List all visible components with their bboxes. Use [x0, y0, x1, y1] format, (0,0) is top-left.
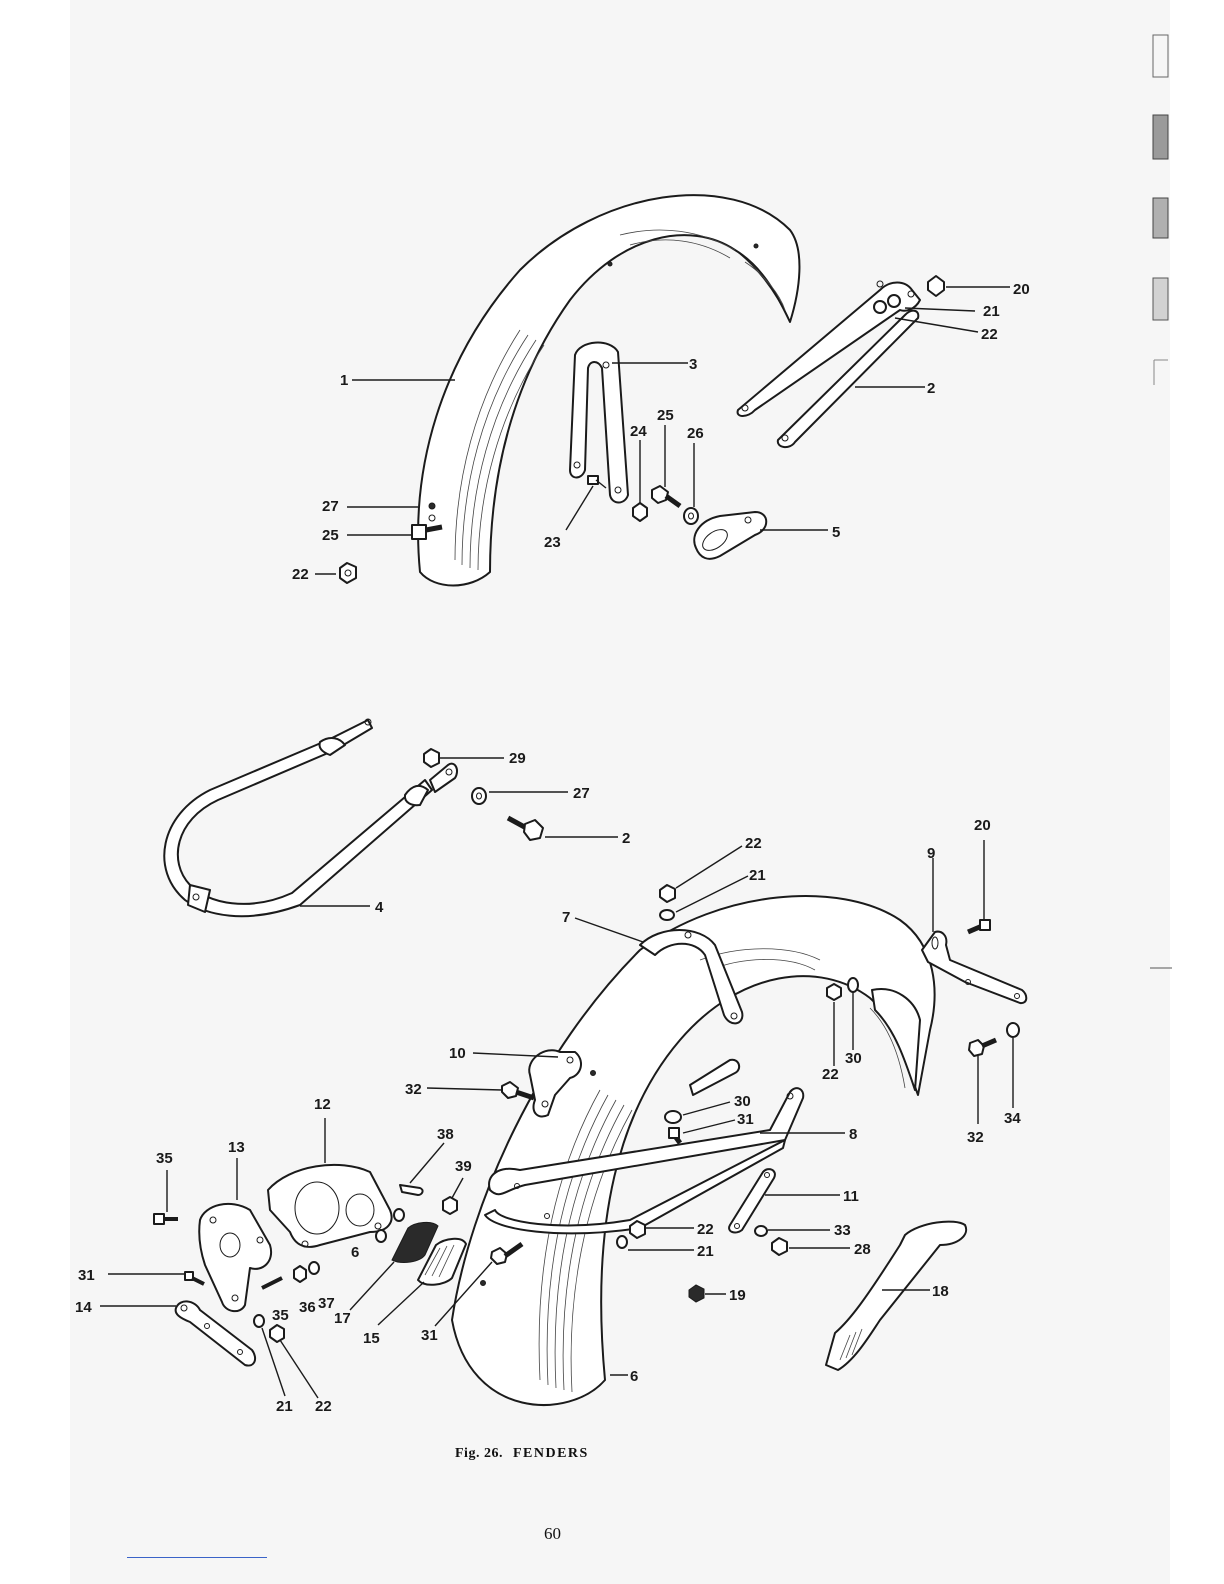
rear-nut-22-washer-21: [660, 885, 675, 920]
rear-washer-27: [472, 788, 486, 804]
rear-stay-upper: [690, 1060, 739, 1095]
callout-rear-39: 39: [455, 1158, 472, 1175]
callout-rear-8: 8: [849, 1126, 857, 1143]
lamp-bolt-31: [185, 1272, 204, 1284]
callout-front-21: 21: [983, 303, 1000, 320]
callout-rear-18: 18: [932, 1283, 949, 1300]
callout-front-20: 20: [1013, 281, 1030, 298]
callout-front-26: 26: [687, 425, 704, 442]
rear-washer-30-bolt-31: [665, 1111, 681, 1143]
callout-rear-12: 12: [314, 1096, 331, 1113]
callout-rear-22a: 22: [745, 835, 762, 852]
callout-rear-33: 33: [834, 1222, 851, 1239]
callout-front-5: 5: [832, 524, 840, 541]
callout-rear-21c: 21: [697, 1243, 714, 1260]
lens-parts: [376, 1185, 466, 1285]
lamp-bracket-14: [176, 1301, 255, 1365]
callout-front-24: 24: [630, 423, 647, 440]
front-plate-5: [694, 512, 766, 559]
figure-caption: Fig. 26. FENDERS: [455, 1446, 589, 1462]
footer-link-underline: [127, 1557, 267, 1558]
callout-rear-7: 7: [562, 909, 570, 926]
callout-rear-15: 15: [363, 1330, 380, 1347]
callout-rear-6b: 6: [630, 1368, 638, 1385]
edge-registration-marks: [1150, 35, 1172, 968]
rear-bolt-32-washer-34: [969, 1023, 1019, 1056]
callout-rear-4: 4: [375, 899, 384, 916]
callout-rear-35b: 35: [272, 1307, 289, 1324]
callout-rear-29: 29: [509, 750, 526, 767]
front-bolt-25: [652, 486, 680, 506]
front-washer-26: [684, 508, 698, 524]
rear-bracket-9: [922, 932, 1026, 1003]
callout-rear-32b: 32: [967, 1129, 984, 1146]
callout-rear-14: 14: [75, 1299, 92, 1316]
page-number: 60: [544, 1524, 561, 1544]
callout-rear-35a: 35: [156, 1150, 173, 1167]
front-bolt-20: [928, 276, 944, 296]
front-bolt-23: [588, 476, 606, 488]
callout-rear-21d: 21: [276, 1398, 293, 1415]
callout-rear-31c: 31: [78, 1267, 95, 1284]
callout-rear-13: 13: [228, 1139, 245, 1156]
callout-rear-34: 34: [1004, 1110, 1021, 1127]
callout-rear-31b: 31: [421, 1327, 438, 1344]
callout-front-25: 25: [657, 407, 674, 424]
callout-front-25b: 25: [322, 527, 339, 544]
callout-rear-9: 9: [927, 845, 935, 862]
lamp-base-13: [199, 1204, 271, 1311]
callout-front-22b: 22: [292, 566, 309, 583]
callout-rear-22b: 22: [822, 1066, 839, 1083]
callout-front-1: 1: [340, 372, 348, 389]
callout-front-2: 2: [927, 380, 935, 397]
callout-front-22: 22: [981, 326, 998, 343]
front-fender-stay-2: [738, 281, 920, 447]
callout-rear-27: 27: [573, 785, 590, 802]
callout-rear-30b: 30: [734, 1093, 751, 1110]
callout-rear-6a: 6: [351, 1244, 359, 1261]
tail-lamp-housing-12: [268, 1165, 392, 1247]
callout-rear-31a: 31: [737, 1111, 754, 1128]
callout-rear-36: 36: [299, 1299, 316, 1316]
callout-rear-30a: 30: [845, 1050, 862, 1067]
callout-rear-32a: 32: [405, 1081, 422, 1098]
callout-rear-28: 28: [854, 1241, 871, 1258]
callout-rear-10: 10: [449, 1045, 466, 1062]
rear-bolt-20: [968, 920, 990, 932]
callout-front-3: 3: [689, 356, 697, 373]
front-nut-22: [340, 563, 356, 583]
rear-nut-29: [424, 749, 439, 767]
callout-front-23: 23: [544, 534, 561, 551]
rear-link-11: [729, 1169, 775, 1232]
callout-rear-21a: 21: [749, 867, 766, 884]
rear-loop-stay-4: [164, 719, 457, 916]
front-nut-24: [633, 503, 647, 521]
callout-rear-38: 38: [437, 1126, 454, 1143]
callout-front-27: 27: [322, 498, 339, 515]
callout-rear-20: 20: [974, 817, 991, 834]
rear-bolt-32: [502, 1082, 534, 1098]
callout-rear-19: 19: [729, 1287, 746, 1304]
callout-rear-11: 11: [843, 1188, 859, 1205]
callout-rear-17: 17: [334, 1310, 351, 1327]
callout-rear-22d: 22: [315, 1398, 332, 1415]
front-callout-numbers: 1 2 3 5 20 21 22 23 24 25 26 27 25 22: [292, 281, 1030, 583]
figure-caption-label: Fig. 26.: [455, 1446, 503, 1461]
callout-rear-37: 37: [318, 1295, 335, 1312]
lamp-screw-35: [154, 1214, 178, 1224]
callout-rear-22c: 22: [697, 1221, 714, 1238]
rear-bolt-2: [508, 818, 543, 840]
figure-caption-title: FENDERS: [513, 1446, 589, 1461]
callout-rear-2: 2: [622, 830, 630, 847]
